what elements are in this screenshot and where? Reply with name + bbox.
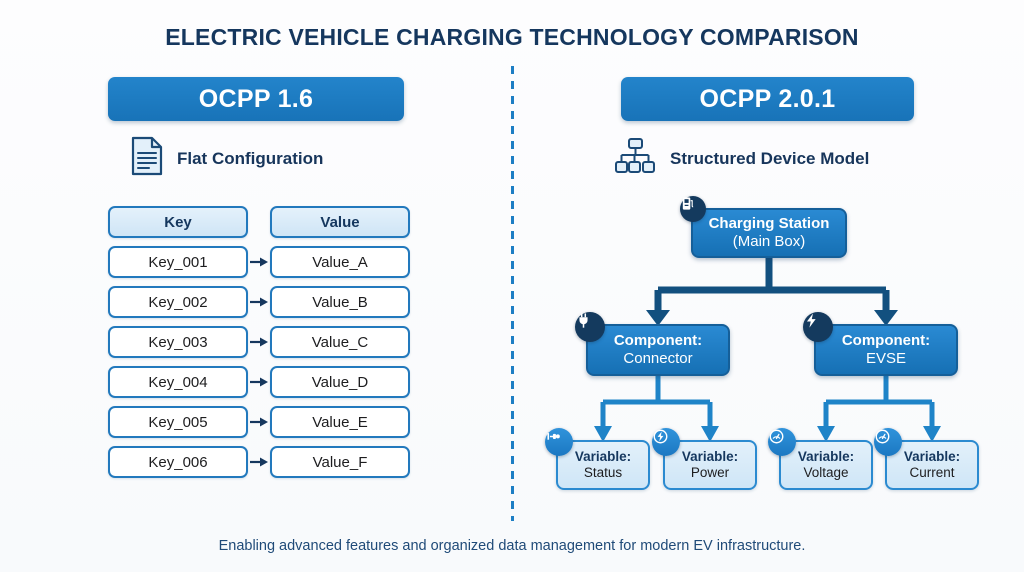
node-subtitle: EVSE xyxy=(865,350,907,367)
tree-node-component-evse[interactable]: Component: EVSE xyxy=(814,324,958,376)
table-row[interactable]: Key_004 Value_D xyxy=(108,366,410,398)
tree-node-variable-voltage[interactable]: Variable: Voltage xyxy=(779,440,873,490)
tree-node-variable-current[interactable]: Variable: Current xyxy=(885,440,979,490)
key-value-table: Key Value Key_001 Value_A Key_002 xyxy=(108,206,410,486)
value-cell: Value_D xyxy=(270,366,410,398)
flat-configuration-label: Flat Configuration xyxy=(177,148,324,168)
structured-device-model-subtitle: Structured Device Model xyxy=(613,136,869,181)
ocpp201-banner: OCPP 2.0.1 xyxy=(621,77,914,121)
row-connector xyxy=(248,246,270,278)
tree-connectors xyxy=(594,258,941,442)
node-title: Variable: xyxy=(903,449,961,465)
structured-device-model-label: Structured Device Model xyxy=(670,148,870,168)
key-cell: Key_001 xyxy=(108,246,248,278)
row-connector xyxy=(248,366,270,398)
node-subtitle: Status xyxy=(583,465,623,480)
sitemap-icon xyxy=(613,136,657,181)
row-connector xyxy=(248,326,270,358)
document-icon xyxy=(130,136,164,181)
arrow-right-icon xyxy=(250,257,268,267)
key-cell: Key_004 xyxy=(108,366,248,398)
table-header-row: Key Value xyxy=(108,206,410,238)
tree-node-component-connector[interactable]: Component: Connector xyxy=(586,324,730,376)
table-row[interactable]: Key_002 Value_B xyxy=(108,286,410,318)
charging-station-icon xyxy=(680,196,706,222)
node-subtitle: Connector xyxy=(623,350,693,367)
table-row[interactable]: Key_005 Value_E xyxy=(108,406,410,438)
node-title: Variable: xyxy=(574,449,632,465)
row-connector xyxy=(248,286,270,318)
key-cell: Key_006 xyxy=(108,446,248,478)
tree-node-variable-power[interactable]: Variable: Power xyxy=(663,440,757,490)
gauge-icon xyxy=(874,428,902,456)
ocpp16-banner-label: OCPP 1.6 xyxy=(198,84,314,113)
flat-configuration-subtitle: Flat Configuration xyxy=(130,136,323,181)
table-row[interactable]: Key_006 Value_F xyxy=(108,446,410,478)
value-cell: Value_F xyxy=(270,446,410,478)
value-cell: Value_B xyxy=(270,286,410,318)
tree-node-variable-status[interactable]: Variable: Status xyxy=(556,440,650,490)
ocpp16-banner: OCPP 1.6 xyxy=(108,77,404,121)
value-cell: Value_A xyxy=(270,246,410,278)
table-row[interactable]: Key_003 Value_C xyxy=(108,326,410,358)
node-subtitle: Power xyxy=(690,465,730,480)
arrow-right-icon xyxy=(250,377,268,387)
row-connector xyxy=(248,406,270,438)
table-row[interactable]: Key_001 Value_A xyxy=(108,246,410,278)
gauge-icon xyxy=(768,428,796,456)
node-title: Component: xyxy=(841,332,931,350)
node-subtitle: (Main Box) xyxy=(732,233,806,250)
arrow-right-icon xyxy=(250,457,268,467)
key-cell: Key_002 xyxy=(108,286,248,318)
value-cell: Value_E xyxy=(270,406,410,438)
footer-caption: Enabling advanced features and organized… xyxy=(218,538,806,554)
node-title: Charging Station xyxy=(708,215,830,233)
page-title: ELECTRIC VEHICLE CHARGING TECHNOLOGY COM… xyxy=(165,24,859,50)
ocpp201-banner-label: OCPP 2.0.1 xyxy=(699,84,836,113)
key-cell: Key_005 xyxy=(108,406,248,438)
bolt-circle-icon xyxy=(652,428,680,456)
panel-divider xyxy=(511,66,514,521)
node-subtitle: Voltage xyxy=(803,465,849,480)
arrow-right-icon xyxy=(250,297,268,307)
node-title: Variable: xyxy=(681,449,739,465)
device-model-tree: Charging Station (Main Box) Component: C… xyxy=(511,186,1024,506)
arrow-right-icon xyxy=(250,417,268,427)
value-cell: Value_C xyxy=(270,326,410,358)
header-gap xyxy=(248,206,270,238)
node-title: Variable: xyxy=(797,449,855,465)
key-cell: Key_003 xyxy=(108,326,248,358)
arrow-right-icon xyxy=(250,337,268,347)
node-title: Component: xyxy=(613,332,703,350)
connector-status-icon xyxy=(545,428,573,456)
column-header-key: Key xyxy=(108,206,248,238)
tree-node-charging-station[interactable]: Charging Station (Main Box) xyxy=(691,208,847,258)
plug-icon xyxy=(575,312,605,342)
bolt-icon xyxy=(803,312,833,342)
row-connector xyxy=(248,446,270,478)
node-subtitle: Current xyxy=(909,465,955,480)
column-header-value: Value xyxy=(270,206,410,238)
